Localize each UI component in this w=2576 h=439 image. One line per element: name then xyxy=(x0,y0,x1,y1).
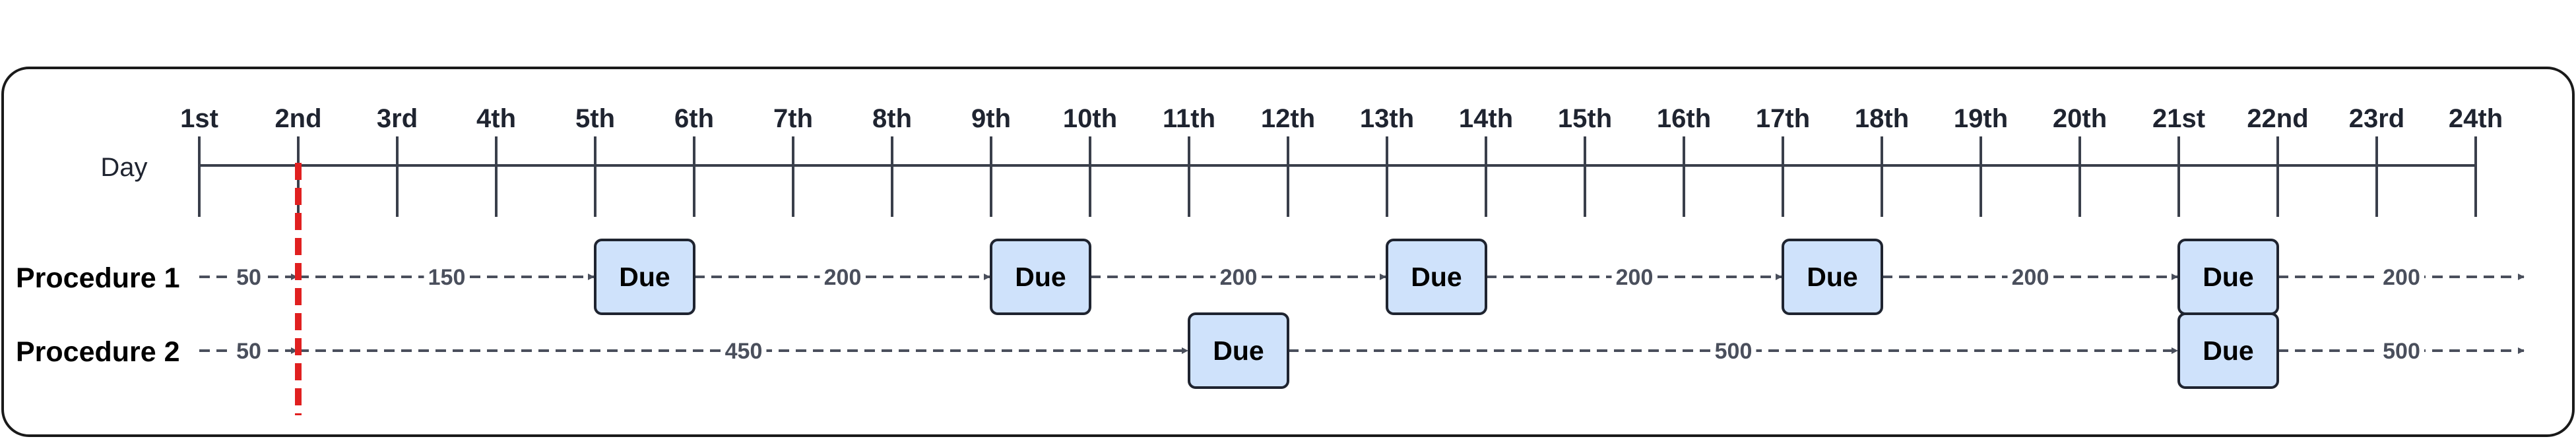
due-label: Due xyxy=(2203,336,2253,366)
due-box xyxy=(2177,312,2279,389)
interval-label-bg xyxy=(233,264,265,290)
axis-tick-label: 4th xyxy=(476,104,516,133)
interval-label-bg xyxy=(2379,264,2424,290)
due-box xyxy=(1188,312,1289,389)
interval-label: 200 xyxy=(2383,265,2420,290)
axis-tick-label: 5th xyxy=(575,104,615,133)
axis-tick-label: 8th xyxy=(872,104,912,133)
diagram-frame xyxy=(1,67,2575,437)
due-box xyxy=(1386,239,1487,315)
axis-tick-label: 9th xyxy=(971,104,1011,133)
axis-tick-label: 6th xyxy=(674,104,714,133)
due-label: Due xyxy=(619,262,670,292)
interval-label: 150 xyxy=(428,265,466,290)
axis-tick-label: 18th xyxy=(1855,104,1909,133)
axis-tick-label: 20th xyxy=(2053,104,2107,133)
axis-tick-label: 13th xyxy=(1360,104,1414,133)
interval-label: 200 xyxy=(824,265,862,290)
procedure-row: 50 450 500 500 Due Due xyxy=(199,312,2525,389)
due-label: Due xyxy=(1411,262,1462,292)
axis-tick-label: 3rd xyxy=(377,104,418,133)
due-label: Due xyxy=(1015,262,1066,292)
axis-tick-label: 14th xyxy=(1459,104,1513,133)
interval-label-bg xyxy=(2379,337,2424,364)
axis-tick-label: 2nd xyxy=(274,104,321,133)
axis-tick-label: 1st xyxy=(180,104,218,133)
interval-label: 200 xyxy=(1616,265,1654,290)
axis-tick-label: 16th xyxy=(1657,104,1711,133)
axis-tick-label: 23rd xyxy=(2349,104,2405,133)
interval-label: 450 xyxy=(725,339,763,364)
due-box xyxy=(1782,239,1883,315)
axis-tick-label: 12th xyxy=(1261,104,1315,133)
due-box xyxy=(990,239,1091,315)
interval-label-bg xyxy=(1710,337,1756,364)
procedure-row: 50 150 200 200 200 200 200 Due Due Due Due Due xyxy=(199,239,2525,315)
axis-ticks: 1st 2nd 3rd 4th 5th 6th 7th 8th 9th 10th 11th 12th 1… xyxy=(180,104,2503,217)
row-label-procedure-1: Procedure 1 xyxy=(16,262,180,294)
interval-label: 200 xyxy=(1220,265,1258,290)
axis-tick-label: 24th xyxy=(2449,104,2503,133)
interval-label: 50 xyxy=(236,265,261,290)
due-label: Due xyxy=(1807,262,1857,292)
interval-label: 200 xyxy=(2012,265,2049,290)
axis-tick-label: 19th xyxy=(1954,104,2008,133)
due-box xyxy=(594,239,695,315)
interval-label-bg xyxy=(233,337,265,364)
axis-tick-label: 10th xyxy=(1063,104,1117,133)
axis-tick-label: 7th xyxy=(773,104,813,133)
axis-tick-label: 15th xyxy=(1558,104,1612,133)
axis-tick-label: 11th xyxy=(1163,104,1215,133)
interval-label-bg xyxy=(2007,264,2053,290)
axis-tick-label: 22nd xyxy=(2247,104,2308,133)
interval-label: 50 xyxy=(236,339,261,364)
interval-label: 500 xyxy=(2383,339,2420,364)
interval-label-bg xyxy=(721,337,767,364)
axis-tick-label: 21st xyxy=(2152,104,2205,133)
axis-label: Day xyxy=(100,153,147,182)
interval-label: 500 xyxy=(1715,339,1753,364)
due-label: Due xyxy=(2203,262,2253,292)
interval-label-bg xyxy=(820,264,866,290)
due-label: Due xyxy=(1213,336,1264,366)
interval-label-bg xyxy=(1215,264,1262,290)
interval-label-bg xyxy=(424,264,470,290)
row-label-procedure-2: Procedure 2 xyxy=(16,336,180,368)
interval-label-bg xyxy=(1611,264,1658,290)
axis-tick-label: 17th xyxy=(1756,104,1810,133)
